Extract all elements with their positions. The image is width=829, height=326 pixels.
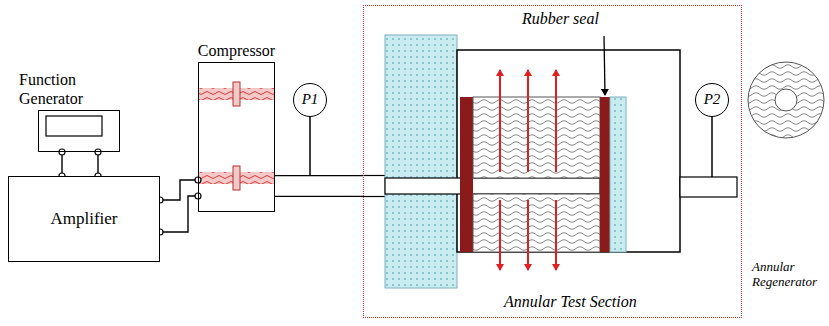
node-label: P2: [704, 91, 721, 108]
node-label: Function Generator: [19, 71, 119, 108]
gauge-stem: [309, 117, 311, 175]
signal-wire: [59, 149, 65, 179]
inlet-pipe-edge: [361, 196, 386, 197]
pressure-gauge: P2: [695, 83, 729, 117]
compressor-box: Compressor: [198, 62, 275, 212]
signal-wire: [157, 177, 201, 203]
rubber-seal: [460, 97, 473, 252]
test-section-region: Annular Test Section P2: [363, 5, 742, 318]
inlet-pipe-edge: [361, 175, 386, 176]
regenerator-matrix: [473, 97, 600, 178]
rubber-seal: [600, 97, 610, 252]
node-label: Amplifier: [50, 209, 117, 229]
regenerator-matrix: [473, 194, 600, 252]
pressure-gauge: P1: [293, 83, 327, 117]
signal-wire: [157, 193, 201, 235]
center-rod: [385, 178, 600, 194]
test-housing: [457, 50, 680, 252]
amplifier-box: Amplifier: [8, 176, 160, 262]
flange-block: [385, 35, 457, 288]
gauge-stem: [711, 117, 713, 177]
node-label: Compressor: [198, 42, 275, 60]
signal-generator: Function Generator: [38, 110, 120, 152]
part-label: Rubber seal: [522, 10, 599, 28]
outlet-pipe: [680, 177, 737, 197]
node-label: P1: [302, 91, 319, 108]
inlet-pipe: [361, 175, 386, 197]
leader-arrow: [604, 36, 605, 95]
part-label: Annular Regenerator: [752, 260, 824, 290]
end-plate: [610, 97, 626, 252]
flow-arrows: [500, 70, 556, 270]
generator-screen: [46, 116, 102, 136]
node-label: Annular Test Section: [504, 293, 637, 311]
pipe-connector: [275, 186, 363, 187]
compressor-diaphragm: [199, 82, 274, 190]
signal-wire: [95, 149, 101, 179]
regenerator-disc: [748, 62, 824, 138]
